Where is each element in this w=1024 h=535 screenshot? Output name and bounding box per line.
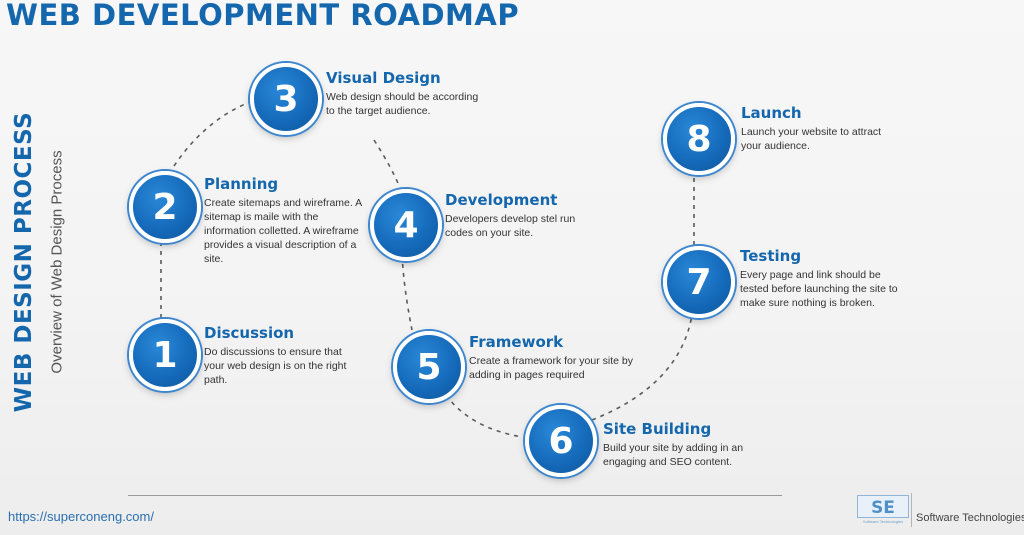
step-6-text: Site Building Build your site by adding … [603, 420, 768, 469]
step-8-desc: Launch your website to attract your audi… [741, 126, 882, 152]
step-7-desc: Every page and link should be tested bef… [740, 269, 898, 309]
company-name: Software Technologies [916, 512, 1024, 524]
connector-6-7 [591, 314, 693, 421]
page-title: WEB DEVELOPMENT ROADMAP [6, 0, 520, 32]
step-3-number: 3 [273, 78, 299, 120]
step-8-number: 8 [686, 118, 712, 160]
footer-divider [128, 495, 782, 496]
step-6-desc: Build your site by adding in an engaging… [603, 442, 744, 468]
company-logo: SE [857, 495, 909, 518]
connector-2-3 [173, 101, 251, 167]
step-6-number: 6 [548, 420, 574, 462]
step-2-circle: 2 [129, 171, 201, 243]
step-4-title: Development [445, 191, 558, 209]
step-2-desc: Create sitemaps and wireframe. A sitemap… [204, 197, 362, 265]
step-4-text: Development Developers develop stel run … [445, 191, 595, 240]
step-1-title: Discussion [204, 324, 295, 342]
connector-5-6 [445, 394, 523, 438]
site-url-link[interactable]: https://superconeng.com/ [8, 509, 154, 524]
step-3-text: Visual Design Web design should be accor… [326, 69, 486, 118]
step-8-title: Launch [741, 104, 802, 122]
step-6-circle: 6 [525, 405, 597, 477]
step-5-title: Framework [469, 333, 564, 351]
step-2-number: 2 [152, 186, 178, 228]
step-1-circle: 1 [129, 319, 201, 391]
step-4-circle: 4 [370, 189, 442, 261]
logo-text: SE [871, 498, 895, 518]
step-2-title: Planning [204, 175, 279, 193]
step-5-circle: 5 [393, 331, 465, 403]
step-1-desc: Do discussions to ensure that your web d… [204, 346, 347, 386]
step-6-title: Site Building [603, 420, 712, 438]
step-4-desc: Developers develop stel run codes on you… [445, 213, 576, 239]
step-5-number: 5 [416, 346, 442, 388]
step-2-text: Planning Create sitemaps and wireframe. … [204, 175, 364, 266]
step-3-desc: Web design should be according to the ta… [326, 91, 479, 117]
logo-subtext: Software Technologies [862, 519, 904, 524]
step-7-circle: 7 [663, 246, 735, 318]
step-7-text: Testing Every page and link should be te… [740, 247, 905, 310]
step-3-title: Visual Design [326, 69, 441, 87]
step-1-text: Discussion Do discussions to ensure that… [204, 324, 354, 387]
connector-3-4 [373, 139, 401, 189]
step-8-text: Launch Launch your website to attract yo… [741, 104, 901, 153]
connector-4-5 [401, 254, 413, 331]
step-3-circle: 3 [250, 63, 322, 135]
step-7-title: Testing [740, 247, 802, 265]
step-5-desc: Create a framework for your site by addi… [469, 355, 633, 381]
step-8-circle: 8 [663, 103, 735, 175]
step-5-text: Framework Create a framework for your si… [469, 333, 649, 382]
logo-divider [911, 493, 912, 527]
step-4-number: 4 [393, 204, 419, 246]
step-1-number: 1 [152, 334, 178, 376]
step-7-number: 7 [686, 261, 712, 303]
